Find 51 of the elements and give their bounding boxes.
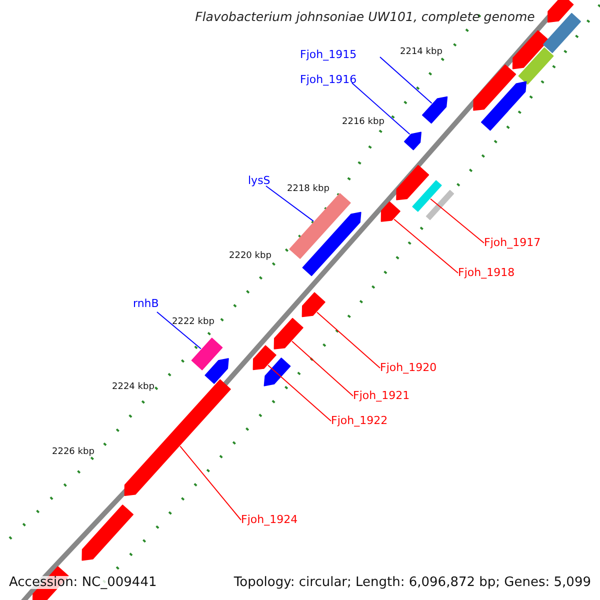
- leader-line: [316, 312, 380, 368]
- gene-feature: [380, 201, 400, 222]
- gene-feature: [252, 345, 276, 370]
- gene-feature: [481, 81, 527, 131]
- gene-feature: [422, 96, 448, 124]
- gene-label: lysS: [248, 175, 270, 186]
- gene-feature: [412, 180, 442, 212]
- leader-line: [156, 312, 202, 350]
- scale-label: 2222 kbp: [172, 318, 214, 327]
- scale-label: 2226 kbp: [52, 448, 94, 457]
- gene-label: Fjoh_1915: [300, 49, 357, 60]
- leader-line: [394, 218, 458, 274]
- gene-feature: [396, 165, 430, 200]
- gene-feature: [302, 292, 326, 318]
- leader-line: [292, 340, 354, 396]
- gene-label: Fjoh_1917: [484, 237, 541, 248]
- gene-feature: [548, 0, 574, 23]
- gene-feature: [404, 132, 422, 150]
- gene-feature: [274, 318, 304, 350]
- leader-line: [180, 446, 242, 520]
- gene-feature: [204, 358, 229, 384]
- title: Flavobacterium johnsoniae UW101, complete genome: [194, 11, 536, 24]
- gene-feature: [543, 12, 581, 54]
- scale-label: 2216 kbp: [342, 118, 384, 127]
- gene-feature: [302, 212, 362, 276]
- scale-label: 2224 kbp: [112, 383, 154, 392]
- leader-line: [430, 198, 484, 244]
- scale-label: 2214 kbp: [400, 48, 442, 57]
- gene-feature: [473, 64, 516, 111]
- gene-feature: [518, 47, 554, 85]
- leader-line: [380, 56, 432, 104]
- scale-label: 2218 kbp: [287, 185, 330, 194]
- gene-feature: [426, 190, 454, 220]
- gene-label: Fjoh_1916: [300, 74, 357, 85]
- gene-feature: [82, 504, 134, 561]
- gene-label: Fjoh_1921: [353, 390, 410, 401]
- footer-text: Topology: circular; Length: 6,096,872 bp; Genes: 5,099: [234, 576, 591, 589]
- leader-line: [268, 364, 332, 422]
- gene-label: Fjoh_1922: [331, 415, 388, 426]
- leader-line: [352, 82, 410, 135]
- gene-feature: [289, 193, 351, 259]
- scale-label: 2220 kbp: [229, 252, 272, 261]
- gene-label: Fjoh_1924: [241, 514, 298, 525]
- gene-label: Fjoh_1918: [458, 267, 515, 278]
- gene-feature: [264, 358, 291, 386]
- gene-label: Fjoh_1920: [380, 362, 437, 373]
- gene-feature: [512, 30, 549, 70]
- footer-text: Accession: NC_009441: [9, 576, 157, 589]
- leader-line: [266, 186, 314, 222]
- gene-feature: [191, 338, 223, 370]
- gene-label: rnhB: [133, 298, 159, 309]
